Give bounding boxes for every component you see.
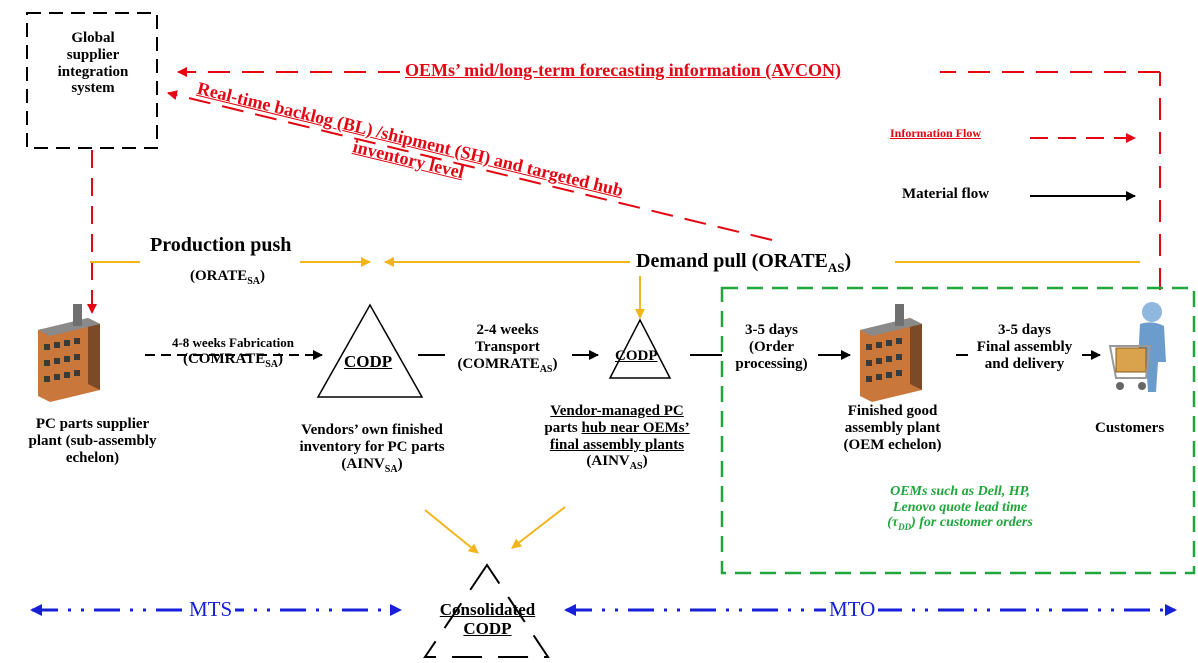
oem-plant-label: Finished good assembly plant (OEM echelo… — [843, 403, 942, 453]
final-assembly-label: 3-5 days Final assembly and delivery — [976, 322, 1073, 372]
codp-vendor-label: CODP — [344, 352, 393, 371]
transport-label: 2-4 weeks Transport (COMRATEAS) — [457, 322, 558, 375]
forecast-info-label: OEMs’ mid/long-term forecasting informat… — [403, 60, 843, 81]
vendors-inventory-label: Vendors’ own finished inventory for PC p… — [299, 422, 445, 475]
mto-region-box — [720, 286, 1196, 575]
codp-triangle-consolidated — [423, 563, 550, 658]
order-processing-label: 3-5 days (Order processing) — [735, 322, 808, 372]
codp-triangle-hub — [608, 318, 672, 379]
vendor-hub-label: Vendor-managed PC parts hub near OEMs’ f… — [544, 403, 690, 473]
oem-note-label: OEMs such as Dell, HP, Lenovo quote lead… — [887, 484, 1033, 533]
global-system-line2: supplier — [66, 46, 120, 63]
production-push-label: Production push — [150, 234, 292, 256]
global-system-line4: system — [71, 80, 115, 97]
hub-to-consolidated-arrow — [511, 506, 566, 549]
vendor-to-consolidated-arrow — [424, 509, 479, 554]
global-system-line3: integration — [57, 63, 129, 80]
codp-triangle-vendor — [316, 303, 424, 398]
global-system-label: Global supplier integration system — [44, 30, 142, 97]
legend-material-flow-label: Material flow — [902, 186, 990, 202]
customer-icon — [1108, 302, 1166, 392]
legend-info-flow-label: Information Flow — [890, 126, 981, 140]
consolidated-codp-label: Consolidated CODP — [439, 600, 536, 639]
mts-label: MTS — [186, 597, 236, 622]
customers-label: Customers — [1095, 420, 1165, 436]
mto-label: MTO — [826, 597, 879, 622]
global-system-box — [26, 12, 158, 149]
realtime-arrow — [167, 90, 773, 241]
supplier-plant-icon — [38, 304, 100, 402]
supplier-plant-label: PC parts supplier plant (sub-assembly ec… — [28, 416, 157, 466]
global-system-line1: Global — [71, 30, 115, 46]
production-push-sub: (ORATESA) — [190, 268, 266, 287]
fabrication-label: 4-8 weeks Fabrication (COMRATESA) — [171, 335, 295, 370]
oem-plant-icon — [860, 304, 922, 402]
demand-pull-label: Demand pull (ORATEAS) — [634, 250, 854, 276]
codp-hub-label: CODP — [615, 348, 658, 364]
